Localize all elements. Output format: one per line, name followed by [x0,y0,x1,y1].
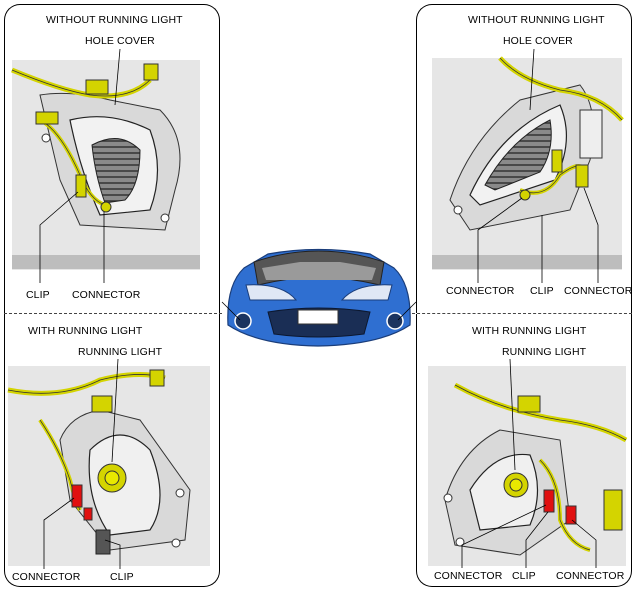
illustration-bottom-left [7,358,210,569]
title-top-left: WITHOUT RUNNING LIGHT [46,14,183,26]
label-connector-top-right-1: CONNECTOR [446,285,515,297]
label-hole-cover-left: HOLE COVER [85,35,155,47]
label-clip-bottom-right: CLIP [512,570,536,582]
car-front-view-icon [221,248,417,347]
title-top-right: WITHOUT RUNNING LIGHT [468,14,605,26]
title-bottom-right: WITH RUNNING LIGHT [472,325,587,337]
title-bottom-left: WITH RUNNING LIGHT [28,325,143,337]
label-clip-bottom-left: CLIP [110,571,134,583]
illustration-bottom-right [428,358,628,568]
label-running-light-left: RUNNING LIGHT [78,346,163,358]
label-running-light-right: RUNNING LIGHT [502,346,587,358]
illustration-top-right [432,48,624,283]
label-connector-bottom-right-2: CONNECTOR [556,570,625,582]
divider-left [4,313,222,314]
label-connector-top-left: CONNECTOR [72,289,141,301]
label-hole-cover-right: HOLE COVER [503,35,573,47]
label-clip-top-right: CLIP [530,285,554,297]
label-connector-bottom-right-1: CONNECTOR [434,570,503,582]
label-connector-top-right-2: CONNECTOR [564,285,633,297]
divider-right [412,313,632,314]
label-clip-top-left: CLIP [26,289,50,301]
label-connector-bottom-left: CONNECTOR [12,571,81,583]
illustration-top-left [11,48,200,283]
